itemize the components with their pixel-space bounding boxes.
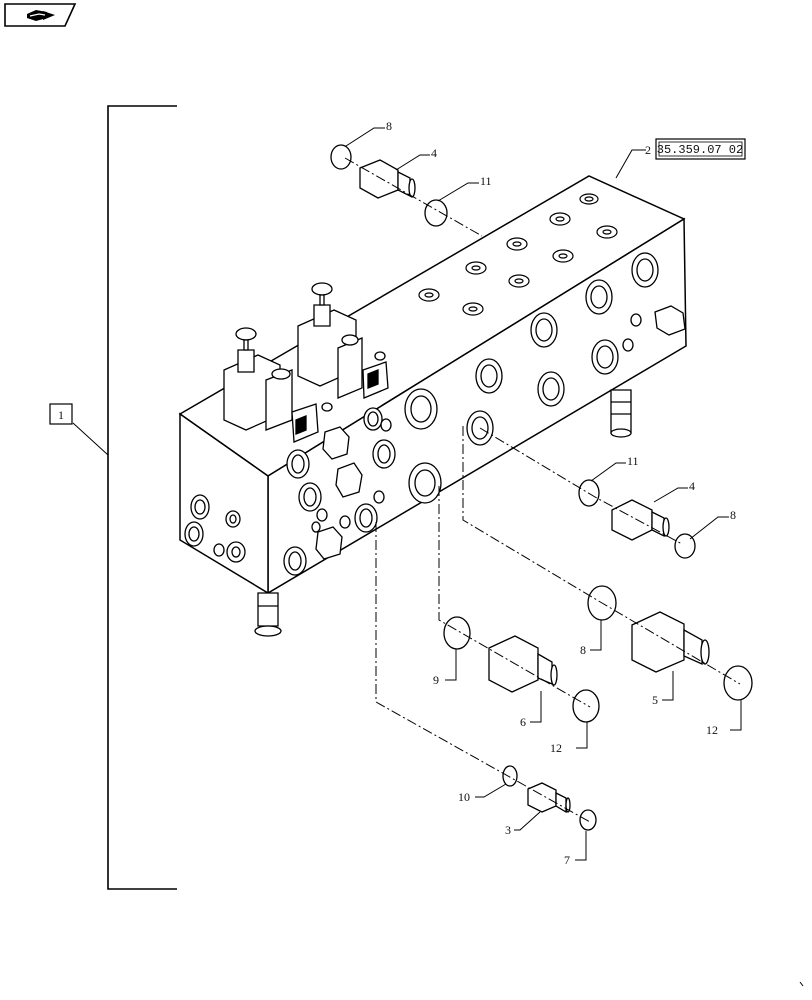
navigation-tab[interactable] xyxy=(3,2,77,28)
assembly-bracket xyxy=(107,105,177,890)
front-face-hex-caps xyxy=(315,305,686,560)
seal-part-8-top xyxy=(330,144,352,170)
assembly-leader xyxy=(72,422,109,456)
book-arrow-icon xyxy=(27,10,55,21)
seal-part-12-right xyxy=(723,665,753,701)
callout-leaders xyxy=(345,127,742,861)
callout-4-top: 4 xyxy=(431,146,437,160)
seal-part-10 xyxy=(502,765,518,787)
fitting-part-5 xyxy=(631,611,710,673)
callout-11-top: 11 xyxy=(480,174,492,188)
fitting-part-4-top xyxy=(359,159,416,199)
seal-part-8-mid xyxy=(674,533,696,559)
seal-part-11-mid xyxy=(578,479,600,507)
callout-7: 7 xyxy=(564,853,570,867)
fitting-part-4-mid xyxy=(611,499,670,541)
fitting-part-3 xyxy=(527,782,571,814)
solenoid-valves xyxy=(223,282,389,443)
front-face-ports xyxy=(283,252,659,576)
callout-6: 6 xyxy=(520,715,526,729)
callout-12-right: 12 xyxy=(706,723,718,737)
end-face-ports xyxy=(184,494,246,563)
callout-8-lower: 8 xyxy=(580,643,586,657)
reference-tag-label: 35.359.07 02 xyxy=(657,143,743,157)
fitting-part-6 xyxy=(488,635,558,693)
mounting-studs xyxy=(254,389,632,637)
top-face-hex-plugs xyxy=(418,193,618,316)
valve-block xyxy=(178,175,687,637)
assembly-centerlines xyxy=(344,157,741,823)
assembly-ref-box: 1 xyxy=(49,403,73,425)
seal-part-7 xyxy=(579,809,597,831)
seal-part-8-lower xyxy=(587,585,617,621)
corner-mark xyxy=(799,981,804,987)
nav-tab-frame xyxy=(4,3,77,27)
callout-11-mid: 11 xyxy=(627,454,639,468)
seal-part-12-left xyxy=(572,689,600,723)
callout-9: 9 xyxy=(433,673,439,687)
callout-10: 10 xyxy=(458,790,470,804)
callout-labels: 2 8 4 11 11 4 8 8 5 12 9 6 12 10 3 7 xyxy=(386,119,736,867)
seal-part-11-top xyxy=(424,199,448,227)
callout-8-mid: 8 xyxy=(730,508,736,522)
callout-5: 5 xyxy=(652,693,658,707)
callout-3: 3 xyxy=(505,823,511,837)
callout-12-left: 12 xyxy=(550,741,562,755)
callout-4-mid: 4 xyxy=(689,479,695,493)
reference-tag[interactable]: 35.359.07 02 xyxy=(655,138,746,160)
seal-part-9 xyxy=(443,616,471,650)
assembly-ref-label: 1 xyxy=(58,408,64,422)
callout-2: 2 xyxy=(645,143,651,157)
callout-8-top: 8 xyxy=(386,119,392,133)
